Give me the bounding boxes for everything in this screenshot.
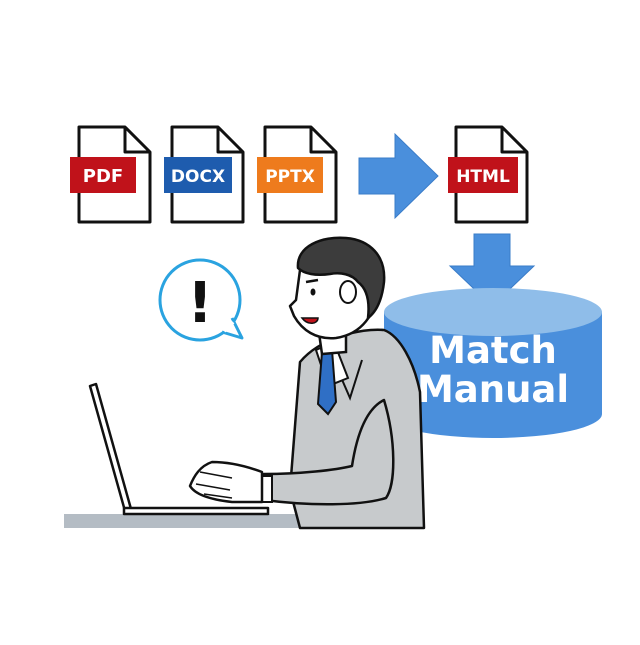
database-label-match: Match <box>429 329 557 372</box>
necktie <box>316 348 338 416</box>
html-label: HTML <box>456 167 510 187</box>
exclamation-speech-bubble-icon: ! <box>158 258 244 342</box>
pptx-label-tag <box>257 157 323 193</box>
pptx-file-icon: PPTX <box>257 125 338 224</box>
hair <box>296 236 386 320</box>
desk <box>64 514 310 528</box>
exclamation-text: ! <box>187 271 213 336</box>
database-icon: Match Manual <box>384 288 602 438</box>
database-label-manual: Manual <box>417 368 569 411</box>
docx-label-tag <box>164 157 232 193</box>
docx-file-icon: DOCX <box>164 125 245 224</box>
docx-label: DOCX <box>171 167 225 187</box>
pdf-label-tag <box>70 157 136 193</box>
pptx-label: PPTX <box>265 167 315 187</box>
laptop-icon <box>88 382 270 516</box>
down-arrow-icon <box>448 233 536 307</box>
businessman-figure <box>188 236 426 530</box>
html-file-icon: HTML <box>448 125 529 224</box>
right-arrow-icon <box>358 132 439 220</box>
pdf-file-icon: PDF <box>70 125 152 224</box>
hands <box>188 460 264 504</box>
html-label-tag <box>448 157 518 193</box>
pdf-label: PDF <box>83 166 123 187</box>
